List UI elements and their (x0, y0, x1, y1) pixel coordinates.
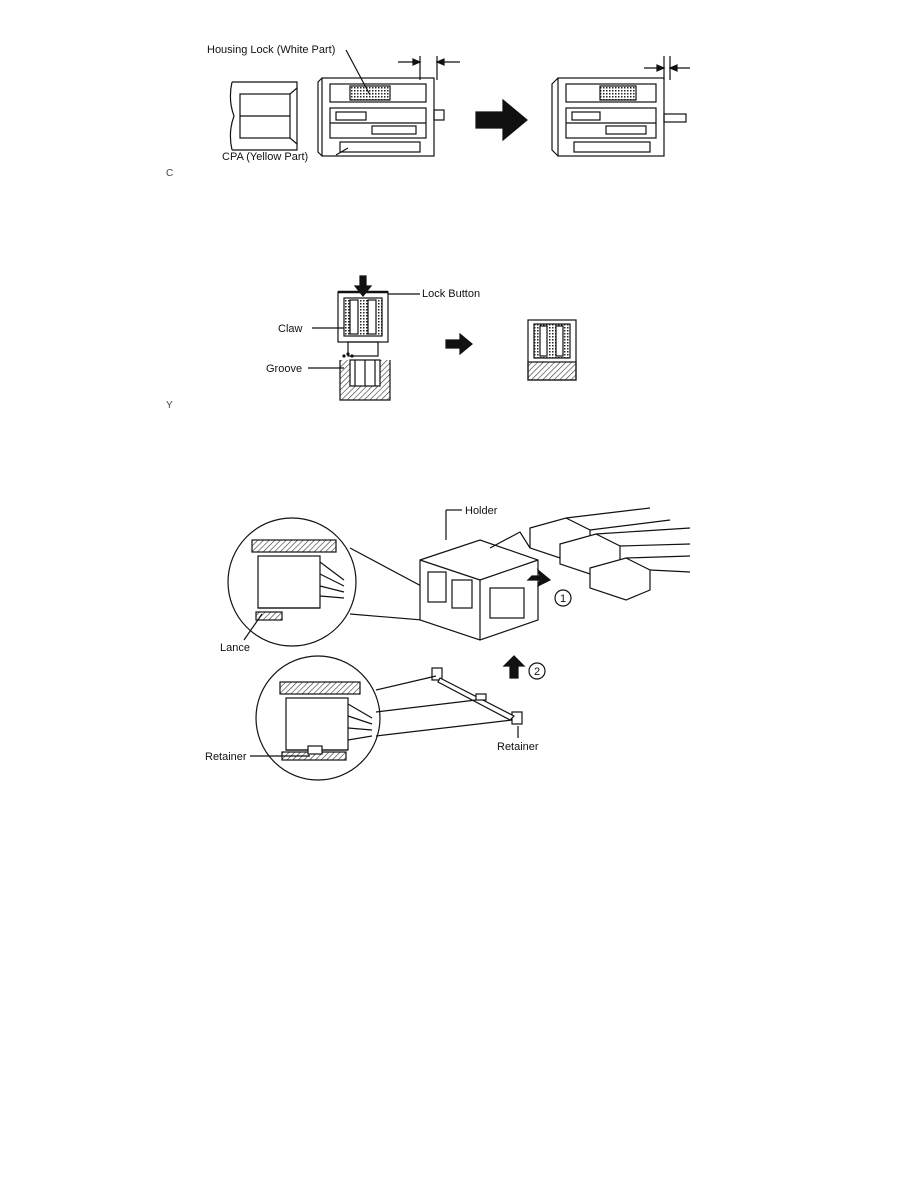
cpa-leader (335, 147, 349, 156)
retainer-left-label: Retainer (205, 751, 247, 763)
lance-detail-circle (227, 517, 357, 647)
retainer-right-label: Retainer (497, 741, 539, 753)
up-arrow-icon (502, 655, 526, 679)
right-arrow-icon (475, 98, 528, 142)
right-arrow-small-icon (445, 332, 473, 356)
connector-assembled-after (527, 319, 577, 381)
figure-lock-button (308, 275, 577, 401)
mating-connector-left (229, 81, 298, 151)
connector-body-before (317, 77, 445, 157)
gap-dimension-before (398, 56, 460, 80)
lock-button-label: Lock Button (422, 288, 480, 300)
step1-circle (554, 589, 572, 607)
step2-circle (528, 662, 546, 680)
retainer-part (375, 667, 523, 737)
figure-cpa-connector (229, 49, 690, 157)
gap-dimension-after (644, 56, 690, 80)
housing-lock-leader (345, 49, 371, 96)
receptacle-before (339, 352, 391, 401)
figure-holder-retainer (227, 507, 691, 781)
figure2-corner-mark: Y (166, 400, 173, 411)
lance-label: Lance (220, 642, 250, 654)
connector-body-after (551, 77, 687, 157)
step2-number: 2 (534, 666, 540, 678)
figure1-corner-mark: C (166, 168, 173, 179)
connector-top-before (337, 290, 389, 357)
insert-arrow-icon (526, 568, 552, 588)
groove-label: Groove (266, 363, 302, 375)
connectors-with-wires (529, 507, 691, 601)
cpa-label: CPA (Yellow Part) (222, 151, 308, 163)
step1-number: 1 (560, 593, 566, 605)
housing-lock-label: Housing Lock (White Part) (207, 44, 335, 56)
lance-leader (243, 613, 263, 641)
holder (419, 531, 539, 641)
claw-label: Claw (278, 323, 303, 335)
holder-label: Holder (465, 505, 498, 517)
retainer-detail-circle (255, 655, 381, 781)
